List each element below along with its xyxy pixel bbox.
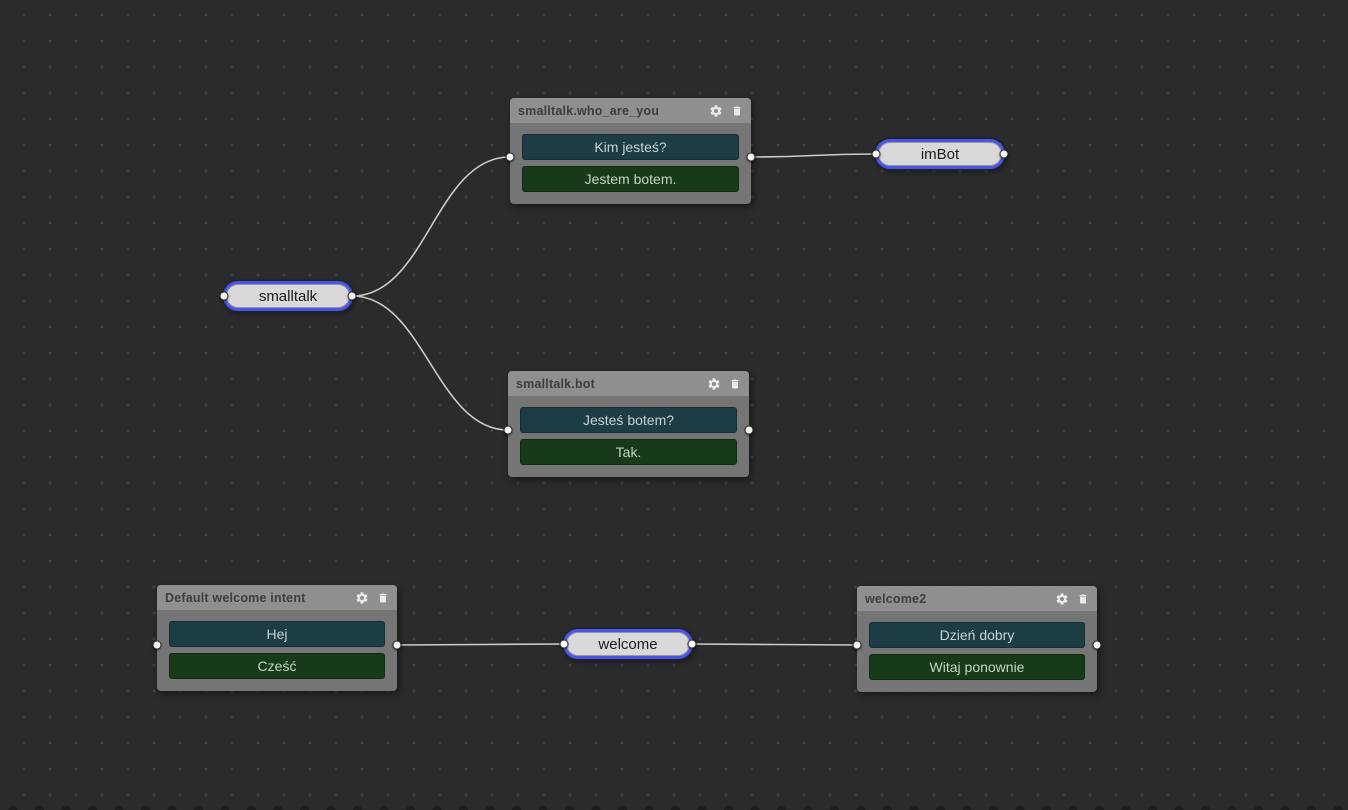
wire-smalltalk-to-who-are-you	[351, 156, 511, 297]
gear-icon[interactable]	[355, 591, 369, 605]
answer-row[interactable]: Tak.	[520, 439, 737, 465]
node-title: welcome2	[865, 591, 927, 606]
port-out-welcome[interactable]	[687, 639, 697, 649]
port-out-welcome2[interactable]	[1092, 640, 1102, 650]
gear-icon[interactable]	[709, 104, 723, 118]
node-smalltalk-who-are-you[interactable]: smalltalk.who_are_you Kim jesteś? Jestem…	[510, 98, 751, 204]
question-row[interactable]: Hej	[169, 621, 385, 647]
node-title: Default welcome intent	[165, 590, 306, 605]
port-out-smalltalk-bot[interactable]	[744, 425, 754, 435]
port-in-imbot[interactable]	[871, 149, 881, 159]
port-out-default-welcome-intent[interactable]	[392, 640, 402, 650]
port-out-who-are-you[interactable]	[746, 152, 756, 162]
node-title: smalltalk.who_are_you	[518, 103, 660, 118]
wire-default-welcome-to-welcome	[396, 643, 565, 646]
pill-label: welcome	[598, 635, 658, 653]
node-default-welcome-intent[interactable]: Default welcome intent Hej Cześć	[157, 585, 397, 691]
trash-icon[interactable]	[729, 377, 741, 391]
port-in-smalltalk-bot[interactable]	[503, 425, 513, 435]
node-header[interactable]: smalltalk.bot	[508, 371, 749, 396]
node-header[interactable]: Default welcome intent	[157, 585, 397, 610]
question-row[interactable]: Jesteś botem?	[520, 407, 737, 433]
answer-row[interactable]: Witaj ponownie	[869, 654, 1085, 680]
pill-label: imBot	[920, 145, 960, 163]
node-welcome2[interactable]: welcome2 Dzień dobry Witaj ponownie	[857, 586, 1097, 692]
node-body: Dzień dobry Witaj ponownie	[857, 611, 1097, 692]
answer-row[interactable]: Jestem botem.	[522, 166, 739, 192]
node-body: Hej Cześć	[157, 610, 397, 691]
question-row[interactable]: Dzień dobry	[869, 622, 1085, 648]
wire-smalltalk-to-smalltalk-bot	[351, 295, 509, 431]
gear-icon[interactable]	[707, 377, 721, 391]
port-in-welcome[interactable]	[559, 639, 569, 649]
trash-icon[interactable]	[1077, 592, 1089, 606]
wire-welcome-to-welcome2	[691, 643, 858, 646]
gear-icon[interactable]	[1055, 592, 1069, 606]
node-smalltalk-bot[interactable]: smalltalk.bot Jesteś botem? Tak.	[508, 371, 749, 477]
node-imbot[interactable]: imBot	[875, 139, 1005, 169]
port-in-welcome2[interactable]	[852, 640, 862, 650]
node-header[interactable]: welcome2	[857, 586, 1097, 611]
question-row[interactable]: Kim jesteś?	[522, 134, 739, 160]
node-body: Kim jesteś? Jestem botem.	[510, 123, 751, 204]
trash-icon[interactable]	[377, 591, 389, 605]
port-in-default-welcome-intent[interactable]	[152, 640, 162, 650]
node-title: smalltalk.bot	[516, 376, 596, 391]
wire-who-are-you-to-imbot	[750, 153, 877, 158]
answer-row[interactable]: Cześć	[169, 653, 385, 679]
trash-icon[interactable]	[731, 104, 743, 118]
node-header[interactable]: smalltalk.who_are_you	[510, 98, 751, 123]
node-smalltalk[interactable]: smalltalk	[223, 281, 353, 311]
port-out-smalltalk[interactable]	[347, 291, 357, 301]
pill-label: smalltalk	[258, 287, 318, 305]
port-out-imbot[interactable]	[999, 149, 1009, 159]
node-welcome[interactable]: welcome	[563, 629, 693, 659]
canvas-edge-dots	[0, 801, 1348, 810]
node-body: Jesteś botem? Tak.	[508, 396, 749, 477]
port-in-smalltalk[interactable]	[219, 291, 229, 301]
port-in-who-are-you[interactable]	[505, 152, 515, 162]
